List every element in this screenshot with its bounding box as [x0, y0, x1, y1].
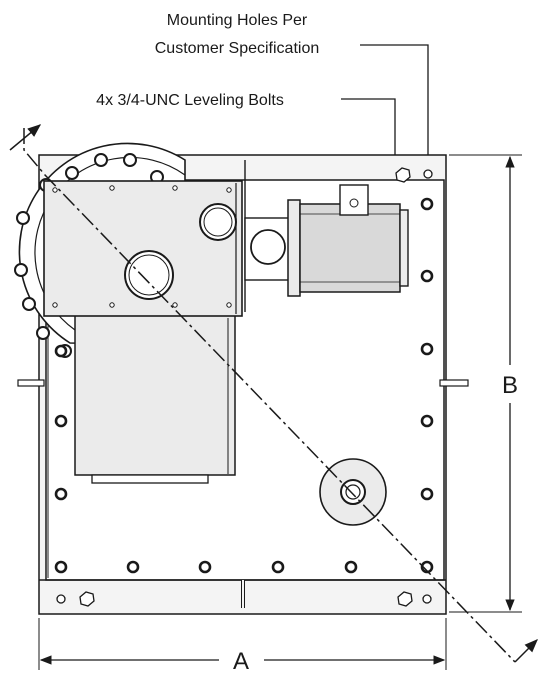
leveling-bolts	[79, 167, 413, 607]
gearbox-input-port-inner	[203, 207, 233, 237]
lower-hopper-foot	[91, 474, 209, 484]
right-lifting-lug	[439, 379, 469, 387]
gearbox-input-port	[199, 203, 237, 241]
coupling	[250, 229, 286, 265]
left-lifting-lug	[17, 379, 45, 387]
leader-leveling-bolts	[341, 98, 396, 165]
motor-flange	[287, 199, 301, 297]
motor-body	[299, 203, 401, 293]
gearbox-outlet-port	[124, 250, 174, 300]
motor-fan-cover	[399, 209, 409, 287]
section-arrow-top	[9, 124, 42, 151]
section-arrow-bottom	[514, 639, 538, 663]
gearbox-outlet-port-inner	[128, 254, 170, 296]
callout-mounting-holes-line1: Mounting Holes Per	[167, 12, 308, 29]
discharge-nozzle-bore-inner	[345, 484, 361, 500]
cover-screws	[52, 185, 232, 308]
dimension-a-label: A	[233, 648, 249, 674]
perimeter-bolts	[54, 197, 434, 574]
leader-mounting-holes	[360, 44, 429, 165]
callout-mounting-holes-line2: Customer Specification	[155, 40, 320, 57]
dimension-b-label: B	[502, 372, 518, 399]
lower-hopper	[74, 314, 236, 476]
junction-box-knockout	[349, 198, 359, 208]
mounting-holes	[56, 169, 433, 604]
discharge-nozzle-bore	[340, 479, 366, 505]
callout-leveling-bolts: 4x 3/4-UNC Leveling Bolts	[96, 92, 284, 109]
